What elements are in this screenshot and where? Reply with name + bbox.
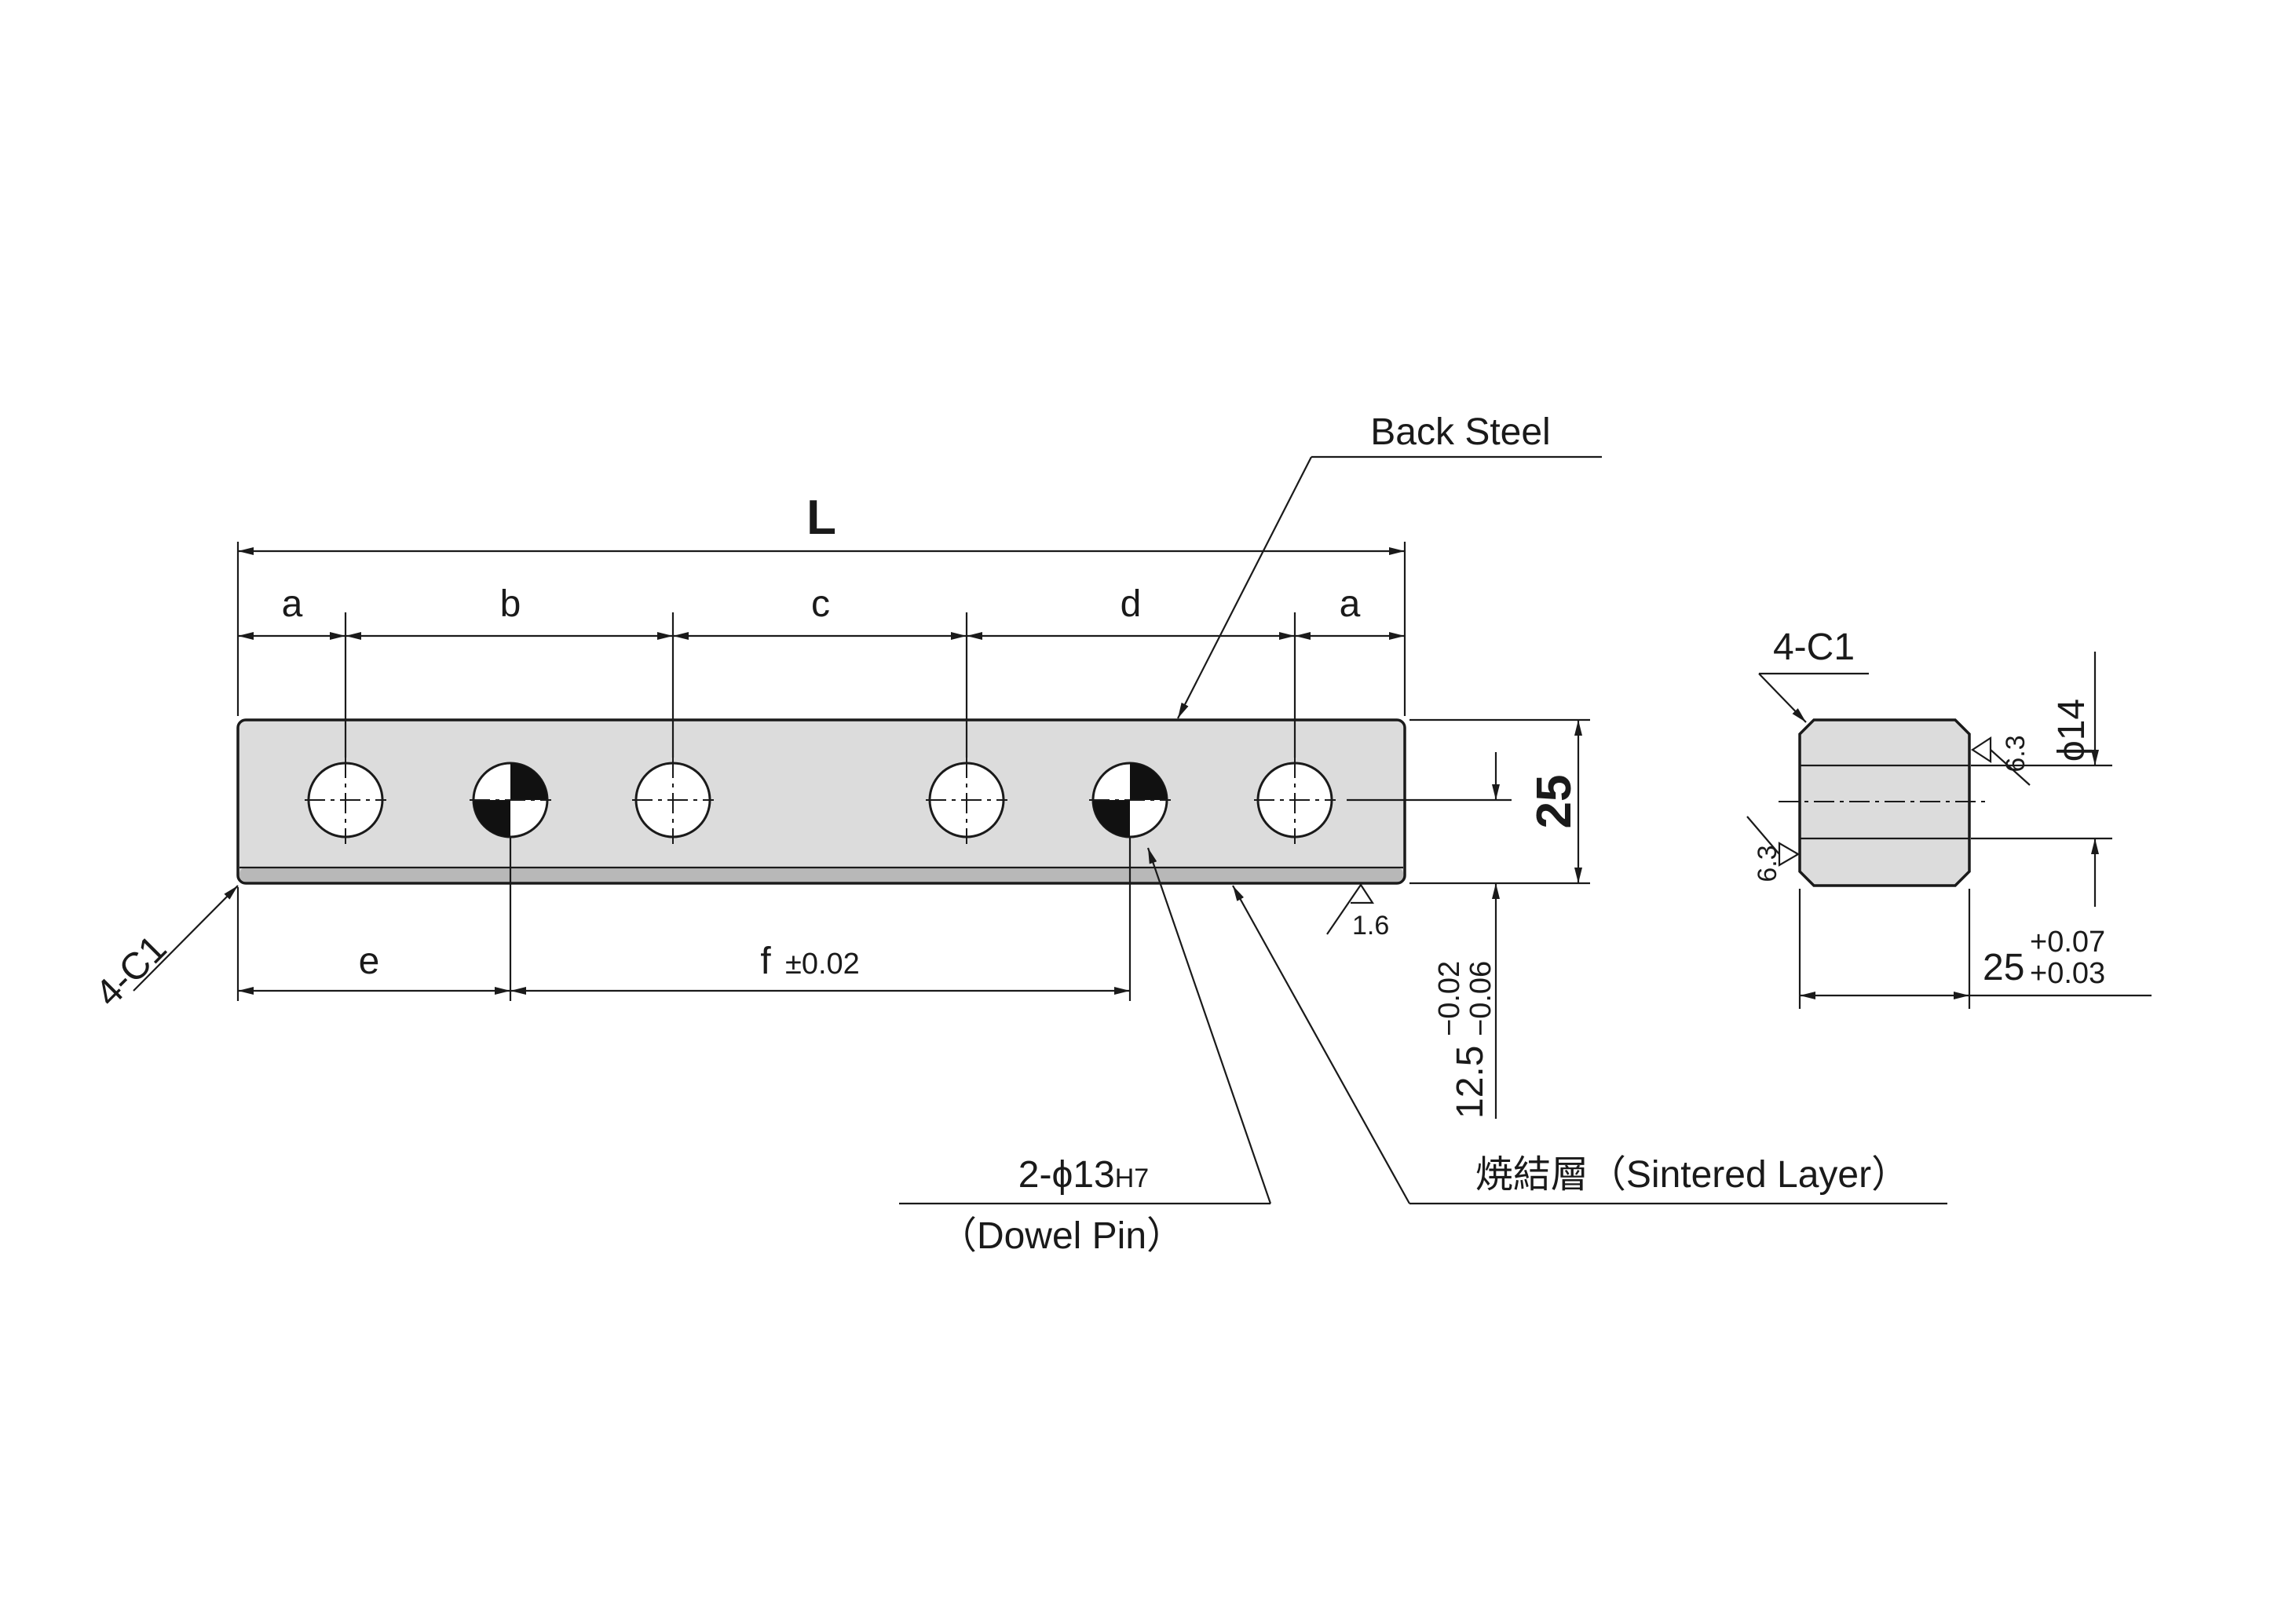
dim-L-label: L — [806, 491, 836, 545]
dim-d-label: d — [1121, 583, 1142, 625]
front-view: L a b c d a e f ±0.02 25 — [88, 411, 1947, 1257]
dowel-pin-label: （Dowel Pin） — [939, 1215, 1184, 1257]
surface-roughness-6-3-left: 6.3 — [1746, 816, 1801, 882]
dim-height-25: 25 — [1527, 775, 1581, 829]
dim-f-tolerance: ±0.02 — [785, 948, 860, 981]
svg-text:6.3: 6.3 — [2001, 735, 2031, 772]
svg-text:6.3: 6.3 — [1753, 845, 1782, 882]
dim-f-label: f — [760, 941, 771, 982]
dim-thickness-tol-upper: −0.02 — [1433, 961, 1466, 1036]
chamfer-callout-front: 4-C1 — [88, 885, 239, 1015]
side-body — [1798, 718, 1971, 887]
side-view: ϕ14 25 +0.07 +0.03 4-C1 6.3 6.3 — [1746, 627, 2152, 1009]
dowel-pin-callout: 2-ϕ13H7 （Dowel Pin） — [899, 847, 1272, 1257]
svg-text:4-C1: 4-C1 — [1773, 627, 1855, 668]
dim-a-left-label: a — [282, 583, 303, 625]
surface-roughness-1-6: 1.6 — [1326, 883, 1389, 941]
dim-b-label: b — [500, 583, 521, 625]
pin-hole-label: 2-ϕ13 — [1018, 1154, 1115, 1196]
dim-width-tol-upper: +0.07 — [2030, 926, 2105, 959]
dim-thickness-12-5: 12.5 — [1450, 1046, 1491, 1119]
dim-width-tol-lower: +0.03 — [2030, 957, 2105, 990]
svg-text:焼結層（Sintered Layer）: 焼結層（Sintered Layer） — [1475, 1154, 1909, 1196]
dim-thickness-tol-lower: −0.06 — [1464, 961, 1497, 1036]
dim-a-right-label: a — [1340, 583, 1361, 625]
dowel-dimensions: e f ±0.02 — [238, 941, 1130, 995]
height-dimensions: 25 12.5 −0.02 −0.06 — [1347, 718, 1590, 1119]
sintered-layer-callout: 焼結層（Sintered Layer） — [1232, 885, 1947, 1205]
svg-text:2-ϕ13H7: 2-ϕ13H7 — [1018, 1154, 1149, 1196]
sintered-layer-band — [239, 868, 1403, 882]
surface-roughness-6-3-right: 6.3 — [1970, 735, 2031, 786]
svg-text:1.6: 1.6 — [1352, 911, 1389, 941]
dim-width-25: 25 — [1983, 947, 2024, 988]
dim-phi14: ϕ14 — [2051, 699, 2093, 762]
chamfer-callout-side: 4-C1 — [1758, 627, 1869, 723]
svg-text:Back Steel: Back Steel — [1370, 411, 1550, 453]
bar-body — [236, 718, 1406, 885]
center-lines — [305, 758, 1336, 844]
pin-fit-label: H7 — [1115, 1164, 1149, 1193]
dim-c-label: c — [811, 583, 830, 625]
svg-text:4-C1: 4-C1 — [88, 928, 175, 1015]
hole-pitch-dimensions: a b c d a — [238, 583, 1405, 640]
dim-e-label: e — [359, 941, 380, 982]
back-steel-callout: Back Steel — [1177, 411, 1602, 719]
